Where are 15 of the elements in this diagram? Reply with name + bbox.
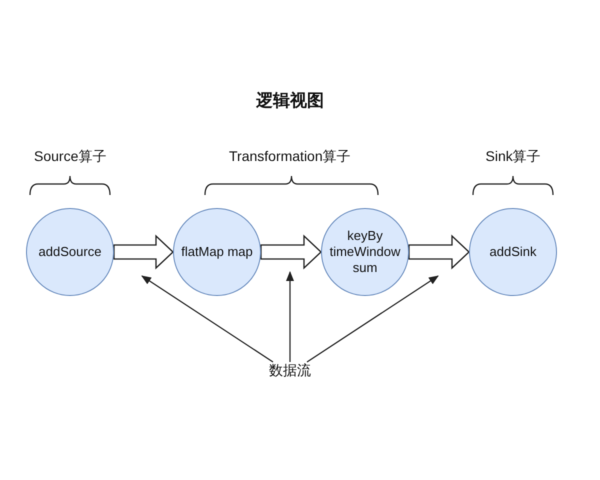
block-arrow (260, 234, 322, 270)
group-label: Transformation算子 (229, 148, 351, 166)
group-label: Source算子 (34, 148, 106, 166)
diagram-title: 逻辑视图 (256, 90, 324, 112)
stream-label: 数据流 (269, 362, 311, 380)
arrow (286, 271, 294, 362)
arrow (141, 275, 274, 362)
operator-label: addSource (38, 244, 102, 260)
block-arrow (408, 234, 470, 270)
arrow (306, 275, 439, 362)
group-label: Sink算子 (486, 148, 541, 166)
operator-label: addSink (488, 244, 538, 260)
operator-label: keyBy timeWindow sum (329, 228, 401, 276)
block-arrow (113, 234, 174, 270)
operator-label: flatMap map (181, 244, 253, 260)
